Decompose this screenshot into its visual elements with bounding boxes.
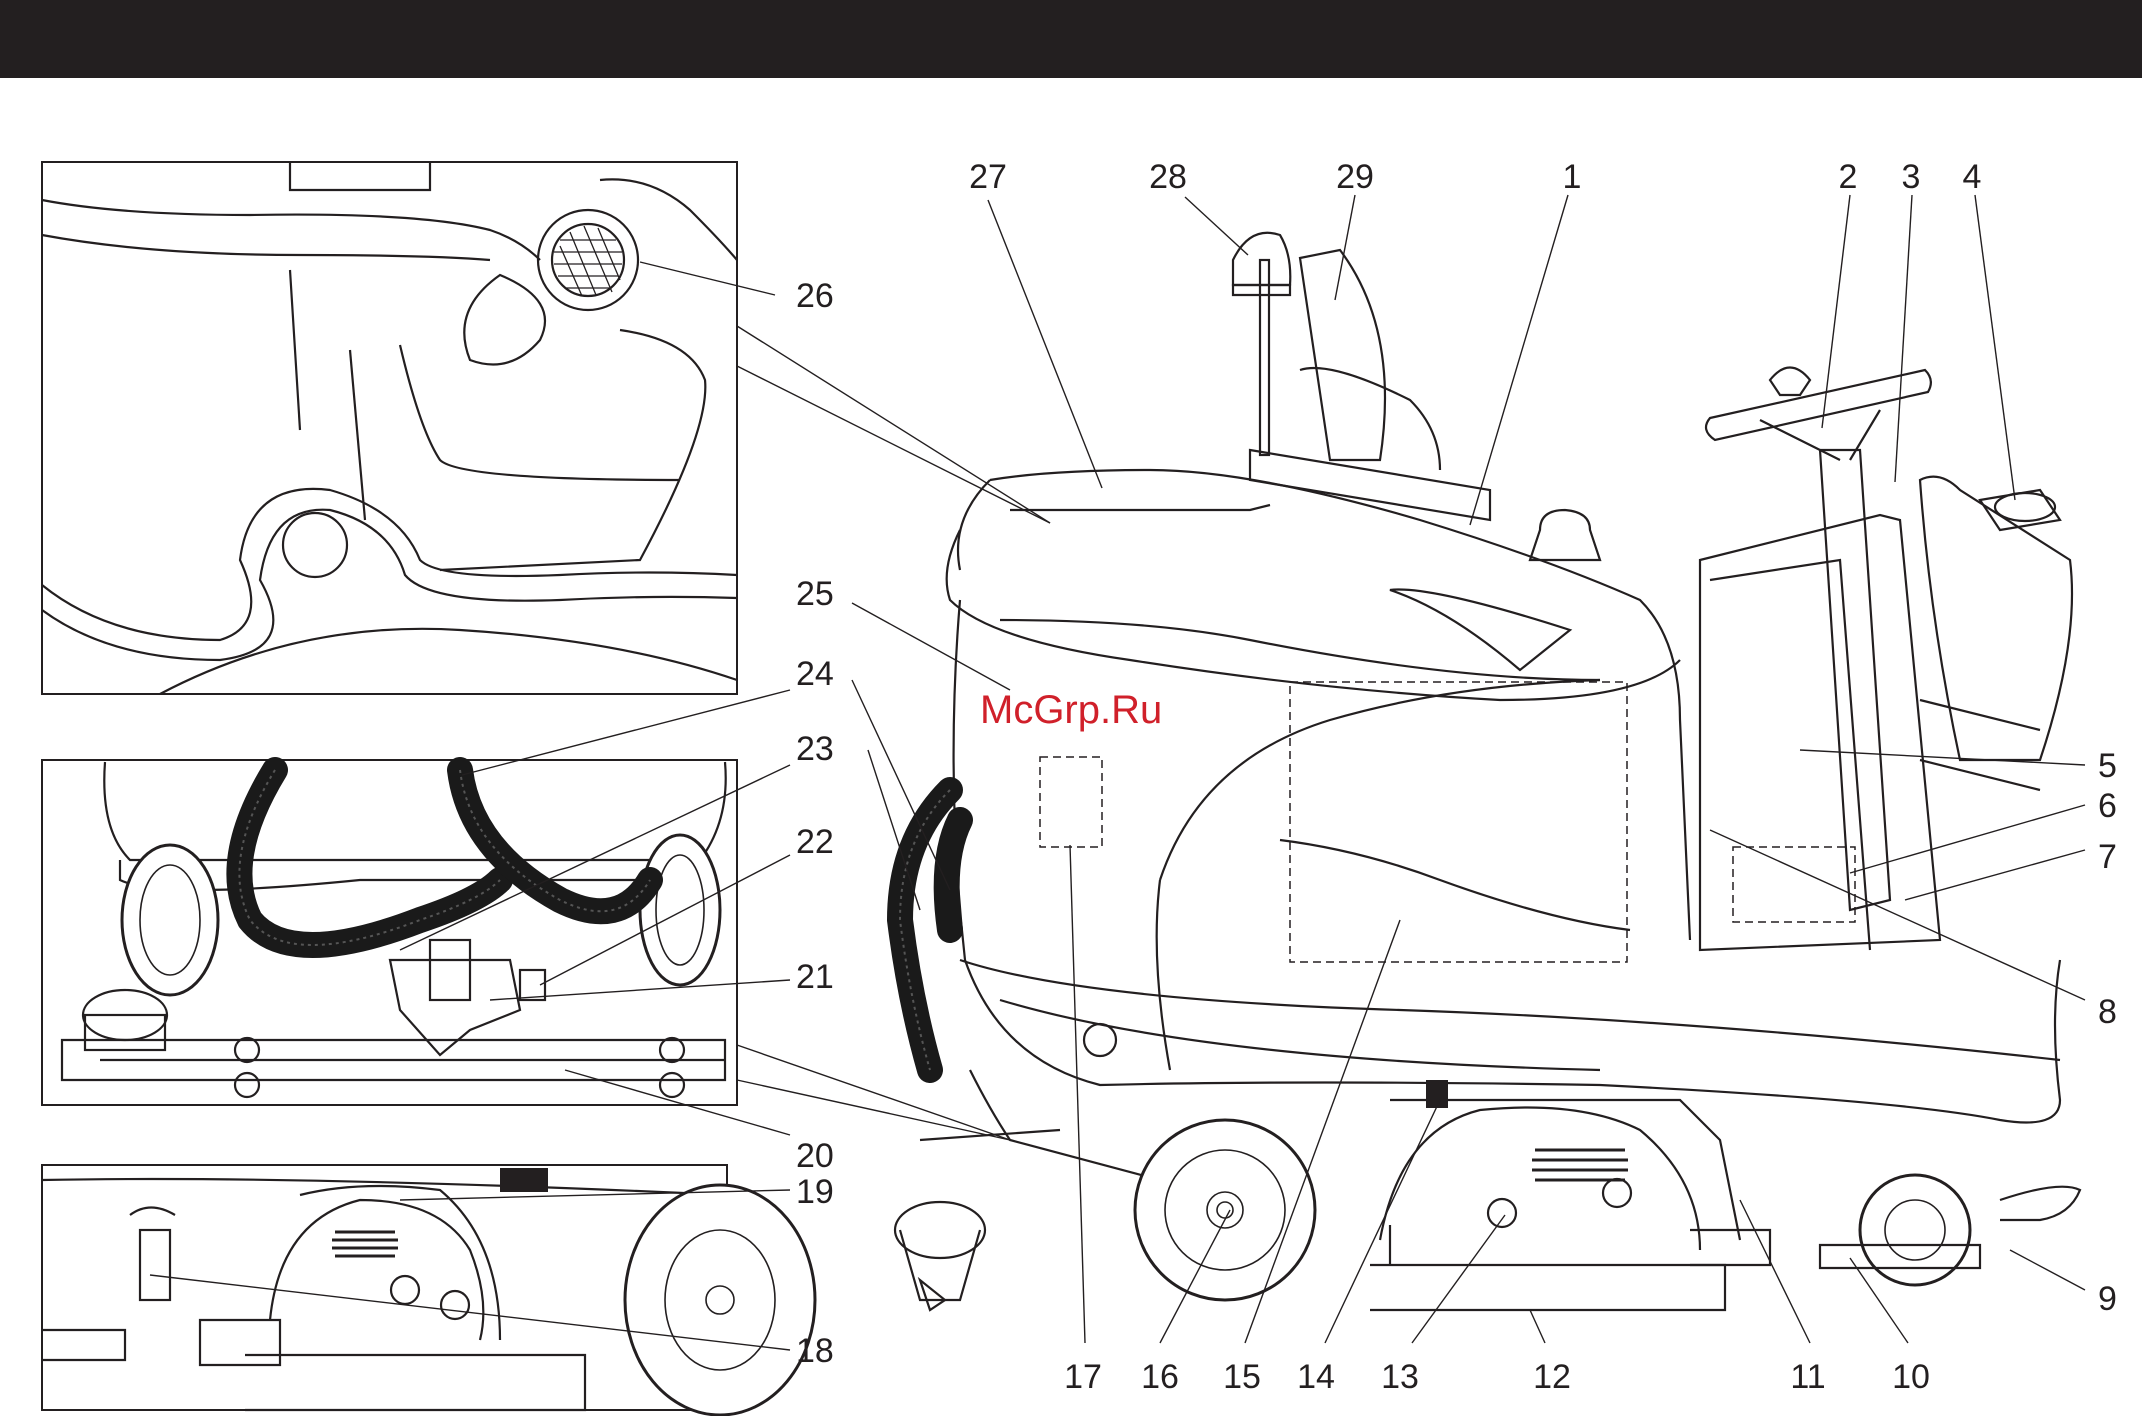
callout-13: 13 — [1381, 1358, 1419, 1396]
callout-8: 8 — [2098, 993, 2117, 1031]
callout-27: 27 — [969, 158, 1007, 196]
callout-11: 11 — [1790, 1358, 1825, 1396]
inset-brush-deck-detail — [42, 1165, 815, 1415]
callout-19: 19 — [796, 1173, 834, 1211]
callout-20: 20 — [796, 1137, 834, 1175]
callout-3: 3 — [1902, 158, 1921, 196]
callout-23: 23 — [796, 730, 834, 768]
callout-16: 16 — [1141, 1358, 1179, 1396]
watermark: McGrp.Ru — [980, 688, 1162, 732]
callout-6: 6 — [2098, 787, 2117, 825]
callout-1: 1 — [1563, 158, 1582, 196]
machine-main-view — [895, 233, 2080, 1310]
callout-18: 18 — [796, 1332, 834, 1370]
callout-9: 9 — [2098, 1280, 2117, 1318]
inset-tank-detail — [42, 162, 737, 694]
callout-21: 21 — [796, 958, 834, 996]
inset-squeegee-detail — [42, 760, 737, 1105]
callout-10: 10 — [1892, 1358, 1930, 1396]
callout-17: 17 — [1064, 1358, 1102, 1396]
callout-25: 25 — [796, 575, 834, 613]
callout-26: 26 — [796, 277, 834, 315]
callout-29: 29 — [1336, 158, 1374, 196]
callout-24: 24 — [796, 655, 834, 693]
callout-7: 7 — [2098, 838, 2117, 876]
callout-28: 28 — [1149, 158, 1187, 196]
callout-22: 22 — [796, 823, 834, 861]
callout-12: 12 — [1533, 1358, 1571, 1396]
callout-2: 2 — [1839, 158, 1858, 196]
callout-14: 14 — [1297, 1358, 1335, 1396]
callout-4: 4 — [1963, 158, 1982, 196]
callout-5: 5 — [2098, 747, 2117, 785]
callout-15: 15 — [1223, 1358, 1261, 1396]
